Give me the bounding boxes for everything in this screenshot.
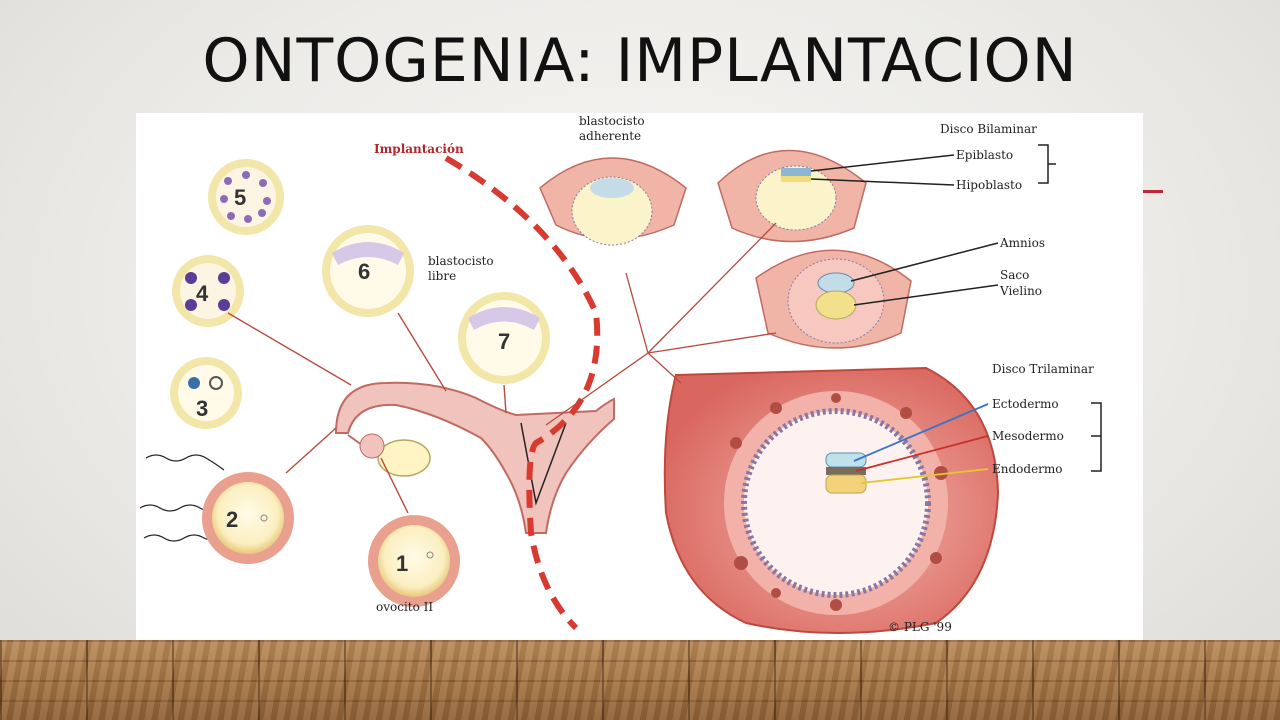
bilaminar-pointers [810, 144, 1056, 186]
stage-5-cell: 5 [208, 159, 284, 235]
stage-7-cell: 7 [458, 292, 550, 384]
trilaminar-pointers [853, 402, 1102, 484]
label-amnios: Amnios [999, 236, 1045, 250]
implantation-path [444, 155, 601, 631]
diagram-svg: 2 1 ovocito II 3 4 5 [139, 114, 1102, 634]
label-mesodermo: Mesodermo [992, 429, 1064, 443]
ovary [359, 433, 431, 477]
disco-bilaminar-embryo [717, 149, 867, 243]
amnios-pointers [850, 242, 999, 306]
stage-arrows [227, 312, 507, 514]
stage-6-cell: 6 [322, 225, 414, 317]
label-saco-2: Vielino [999, 284, 1042, 298]
wooden-floor [0, 640, 1280, 720]
stage-number-4: 4 [196, 281, 209, 306]
accent-line [1143, 190, 1163, 193]
label-implantacion: Implantación [374, 142, 464, 156]
label-saco-1: Saco [1000, 268, 1029, 282]
blastocisto-adherente [539, 157, 687, 246]
stage-number-2: 2 [226, 507, 238, 532]
stage-2-cell: 2 [202, 472, 294, 564]
disco-trilaminar-embryo [663, 366, 1000, 634]
stage-number-7: 7 [498, 329, 510, 354]
label-ectodermo: Ectodermo [992, 397, 1059, 411]
stage-number-1: 1 [396, 551, 408, 576]
label-epiblasto: Epiblasto [956, 148, 1013, 162]
amnios-embryo [755, 249, 912, 349]
stage-number-3: 3 [196, 396, 208, 421]
stage-4-cell: 4 [172, 255, 244, 327]
implantation-diagram: 2 1 ovocito II 3 4 5 [136, 113, 1143, 640]
stage-number-5: 5 [234, 185, 246, 210]
label-blastocisto-adherente-1: blastocisto [579, 114, 645, 128]
label-blastocisto-libre-2: libre [428, 269, 456, 283]
label-ovocito: ovocito II [376, 600, 433, 614]
label-hipoblasto: Hipoblasto [956, 178, 1022, 192]
label-blastocisto-libre-1: blastocisto [428, 254, 494, 268]
stage-1-cell: 1 [368, 515, 460, 607]
credit-label: © PLG '99 [888, 620, 952, 634]
label-disco-bilaminar: Disco Bilaminar [940, 122, 1037, 136]
stage-number-6: 6 [358, 259, 370, 284]
stage-pointer-lines [545, 222, 777, 426]
stage-3-cell: 3 [170, 357, 242, 429]
slide-title: ONTOGENIA: IMPLANTACION [202, 26, 1078, 96]
label-disco-trilaminar: Disco Trilaminar [992, 362, 1094, 376]
floor-grain [0, 640, 1280, 720]
label-blastocisto-adherente-2: adherente [579, 129, 641, 143]
label-endodermo: Endodermo [992, 462, 1063, 476]
